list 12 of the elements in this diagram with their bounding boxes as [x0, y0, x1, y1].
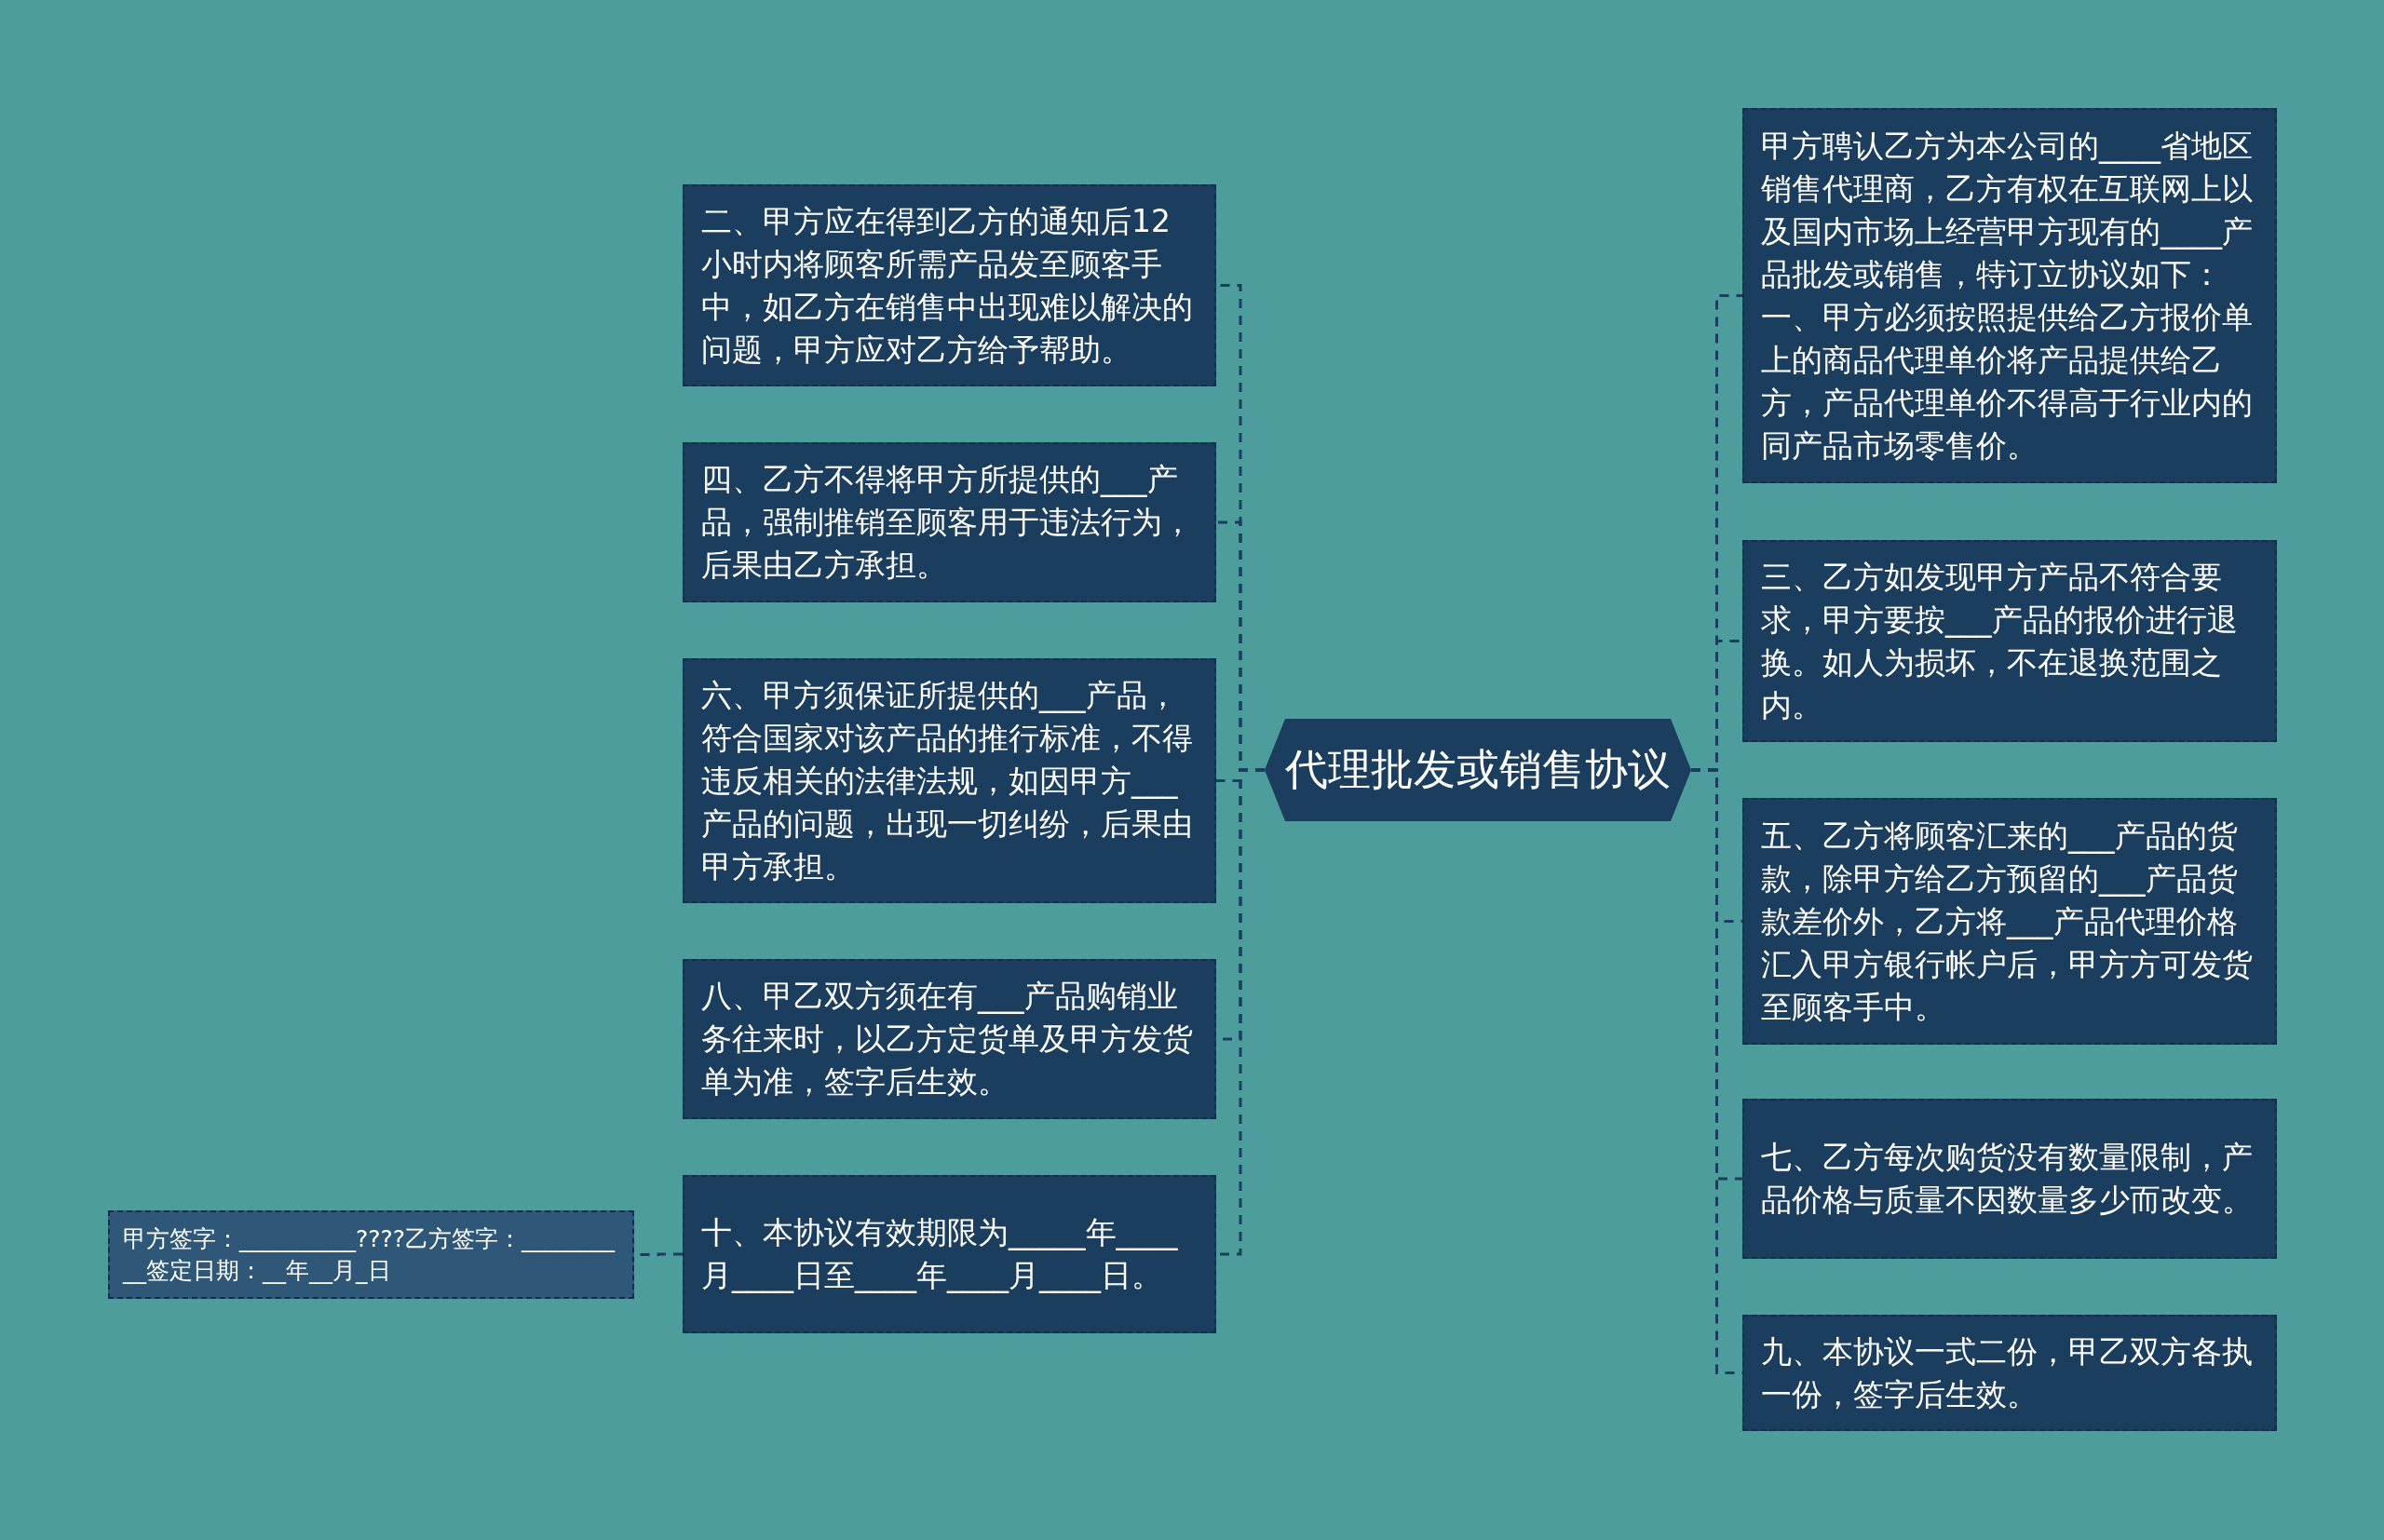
topic-box: 六、甲方须保证所提供的___产品，符合国家对该产品的推行标准，不得违反相关的法律法规，如因甲方___产品的问题，出现一切纠纷，后果由甲方承担。	[683, 658, 1216, 903]
topic-box: 五、乙方将顾客汇来的___产品的货款，除甲方给乙方预留的___产品货款差价外，乙方将___产品代理价格汇入甲方银行帐户后，甲方方可发货至顾客手中。	[1742, 798, 2277, 1045]
topic-box: 七、乙方每次购货没有数量限制，产品价格与质量不因数量多少而改变。	[1742, 1099, 2277, 1259]
topic-box: 三、乙方如发现甲方产品不符合要求，甲方要按___产品的报价进行退换。如人为损坏，不在退换范围之内。	[1742, 540, 2277, 742]
topic-box: 甲方聘认乙方为本公司的____省地区销售代理商，乙方有权在互联网上以及国内市场上经营甲方现有的____产品批发或销售，特订立协议如下：一、甲方必须按照提供给乙方报价单上的商品代理单价将产品提供给乙方，产品代理单价不得高于行业内的同产品市场零售价。	[1742, 108, 2277, 483]
topic-box: 八、甲乙双方须在有___产品购销业务往来时，以乙方定货单及甲方发货单为准，签字后生效。	[683, 959, 1216, 1119]
topic-box: 二、甲方应在得到乙方的通知后12小时内将顾客所需产品发至顾客手中，如乙方在销售中出现难以解决的问题，甲方应对乙方给予帮助。	[683, 184, 1216, 386]
topic-box: 四、乙方不得将甲方所提供的___产品，强制推销至顾客用于违法行为，后果由乙方承担。	[683, 442, 1216, 602]
central-topic-hexagon: 代理批发或销售协议	[1265, 719, 1691, 821]
topic-box: 九、本协议一式二份，甲乙双方各执一份，签字后生效。	[1742, 1315, 2277, 1431]
topic-box: 十、本协议有效期限为_____年____月____日至____年____月____日。	[683, 1175, 1216, 1333]
note-box: 甲方签字：__________????乙方签字：__________签定日期：__年__月_日	[108, 1210, 634, 1299]
